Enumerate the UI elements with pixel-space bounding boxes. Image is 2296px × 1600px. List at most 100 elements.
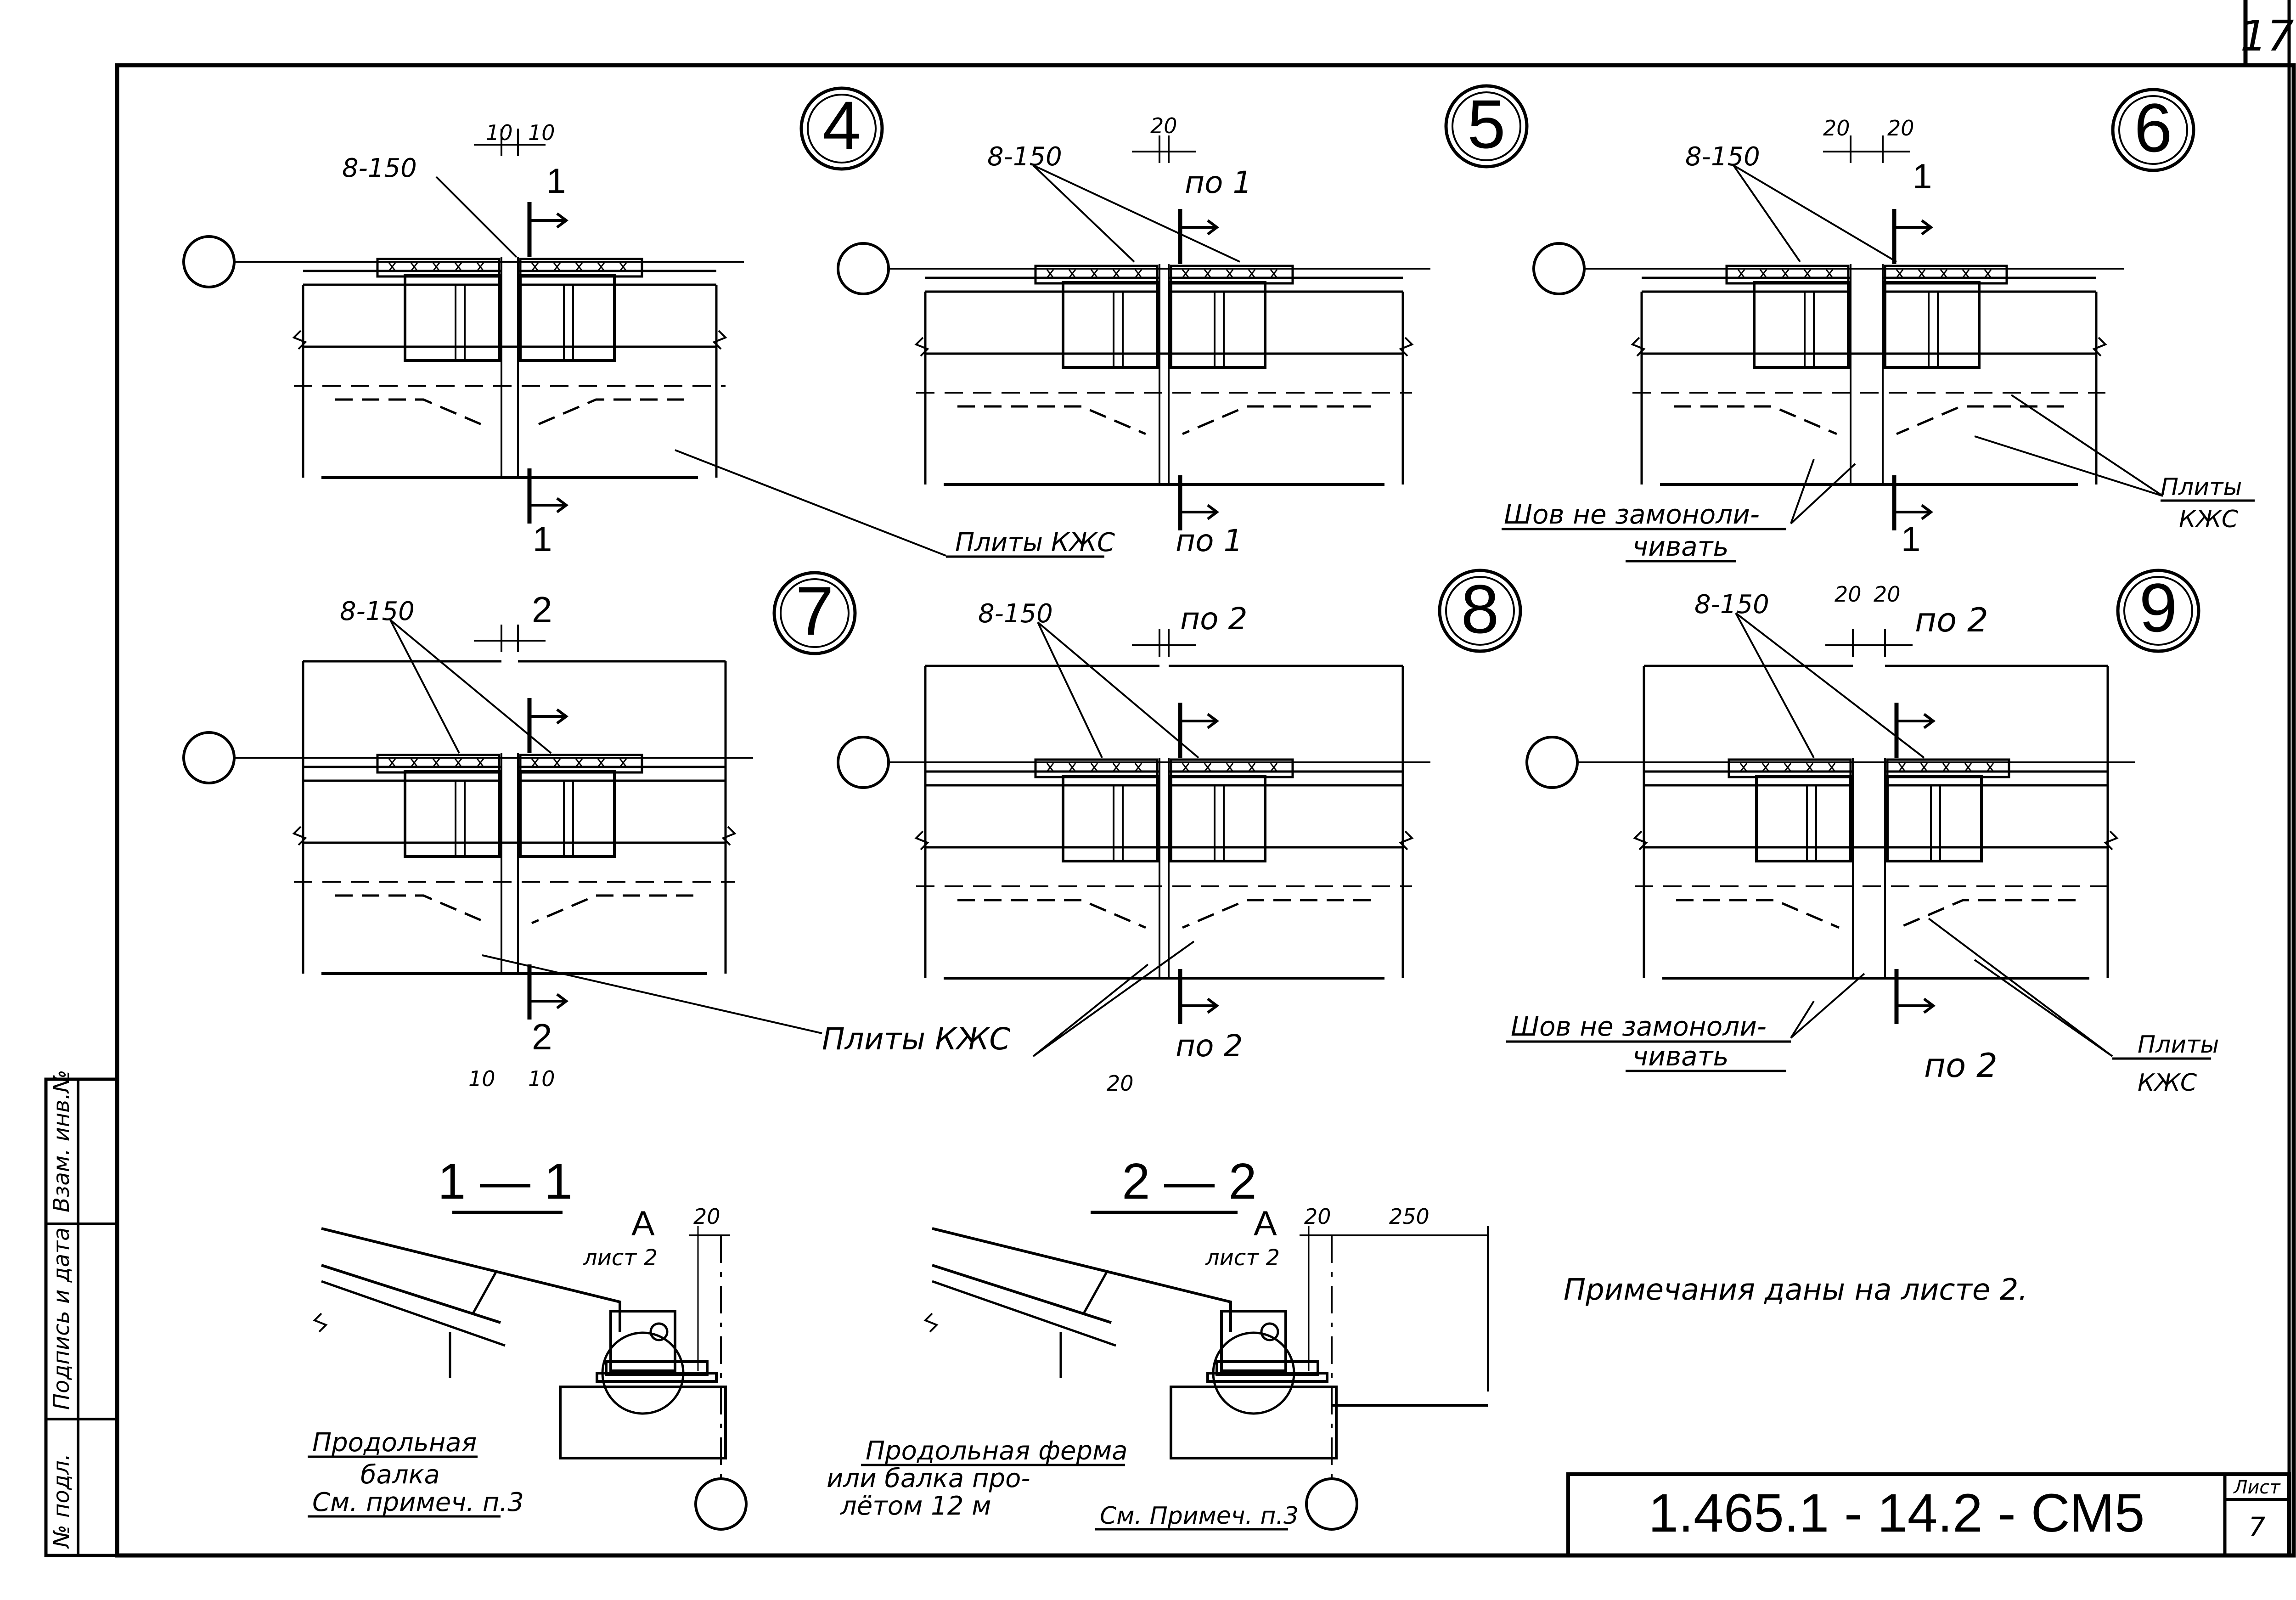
cut-labels: 1 1 по 1 по 1 1 1 2 2 по 2 по 2 по 2 по … xyxy=(532,157,1998,1085)
column-block-right xyxy=(519,274,616,362)
break-mark xyxy=(2092,337,2107,357)
cut-arrow xyxy=(529,212,568,229)
axis-bubble xyxy=(837,242,890,295)
detail-marker-circle-inner xyxy=(807,94,877,163)
weld-mark xyxy=(531,262,539,271)
dim-6a: 20 xyxy=(1823,116,1850,141)
truss-top-chord xyxy=(932,1227,1232,1332)
cut-8-bottom: по 2 xyxy=(1176,1028,1243,1064)
weld-mark xyxy=(476,262,484,271)
plates-bot-b: КЖС xyxy=(2138,1069,2197,1097)
leader-line xyxy=(1037,621,1199,759)
title-block: 1.465.1 - 14.2 - СМ5 Лист 7 xyxy=(1566,1472,2291,1557)
weld-mark xyxy=(388,758,396,767)
weld-mark xyxy=(1134,763,1142,772)
weld-mark xyxy=(1046,763,1054,772)
drawing-code: 1.465.1 - 14.2 - СМ5 xyxy=(1649,1483,2145,1544)
weld-mark xyxy=(1090,269,1098,278)
column-block-right xyxy=(1170,775,1266,862)
axis-bubble xyxy=(182,731,236,784)
seam-label-2a: Шов не замоноли- xyxy=(1511,1011,1767,1042)
dim-7a: 10 xyxy=(468,1066,495,1091)
column-block-left xyxy=(404,770,501,858)
cut-5-bottom: по 1 xyxy=(1176,523,1243,558)
break-mark xyxy=(914,830,929,851)
section-1-sheet: лист 2 xyxy=(583,1245,658,1271)
section-2-cap-3: лётом 12 м xyxy=(840,1491,991,1521)
bolt-hole xyxy=(1260,1322,1279,1341)
weld-mark xyxy=(1825,269,1834,278)
rib-right xyxy=(531,894,693,924)
weld-mark xyxy=(1182,269,1190,278)
column-block-left xyxy=(1755,775,1852,862)
column-block-left xyxy=(1062,775,1159,862)
marker-9-label: 9 xyxy=(2139,569,2177,646)
list-value: 7 xyxy=(2249,1511,2266,1543)
rib-right xyxy=(1896,405,2064,435)
break-mark xyxy=(1633,830,1648,851)
cut-arrow xyxy=(1896,997,1936,1014)
weld-mark xyxy=(1226,269,1234,278)
cut-arrow xyxy=(1180,219,1219,236)
section-1-title: 1 — 1 xyxy=(438,1153,572,1210)
page-number: 17 xyxy=(2240,11,2294,61)
weld-mark xyxy=(1046,269,1054,278)
weld-mark xyxy=(1896,269,1904,278)
detail-marker-circle xyxy=(772,571,857,655)
detail-marker-circle xyxy=(1438,569,1522,653)
detail-marker-circle-inner xyxy=(780,578,850,648)
seam-label-1a: Шов не замоноли- xyxy=(1504,499,1760,530)
bearing-plate-2 xyxy=(596,1372,718,1383)
leader-line xyxy=(1037,622,1103,758)
rebar-label-6: 8-150 xyxy=(1685,142,1760,172)
dim-7b: 10 xyxy=(528,1066,555,1091)
plates-top-b: КЖС xyxy=(2179,506,2239,533)
cut-7-bottom: 2 xyxy=(532,1016,552,1057)
axis-bubble xyxy=(1305,1477,1358,1531)
weld-mark xyxy=(454,758,462,767)
truss-bottom-chord-2 xyxy=(932,1280,1116,1347)
detail-marker-circle-inner xyxy=(1452,91,1521,161)
weld-mark xyxy=(1828,763,1836,772)
leader-labels: Плиты КЖС Плиты КЖС Плиты КЖС Плиты КЖС … xyxy=(822,473,2255,1097)
weld-mark xyxy=(1803,269,1812,278)
leader-line xyxy=(1032,963,1149,1057)
details-layer xyxy=(182,84,2200,1057)
weld-mark xyxy=(553,262,561,271)
leader-line xyxy=(389,619,552,754)
cut-arrow xyxy=(1894,504,1933,520)
section-2-cap-1: Продольная ферма xyxy=(866,1436,1128,1466)
rebar-label-7: 8-150 xyxy=(340,597,415,626)
break-mark xyxy=(1399,830,1414,851)
plates-label-2: Плиты КЖС xyxy=(822,1021,1010,1057)
weld-mark xyxy=(1134,269,1142,278)
detail-marker-circle-inner xyxy=(1445,576,1515,646)
cut-9-top: по 2 xyxy=(1915,601,1988,639)
weld-mark xyxy=(1898,763,1906,772)
section-2-sheet: лист 2 xyxy=(1205,1245,1280,1271)
weld-mark xyxy=(1204,763,1212,772)
leader-line xyxy=(1790,463,1856,524)
weld-mark xyxy=(1270,269,1278,278)
break-mark xyxy=(721,826,737,846)
bearing-plate-2 xyxy=(1206,1372,1328,1383)
rib-right xyxy=(531,398,684,428)
weld-mark xyxy=(1781,269,1790,278)
rib-right xyxy=(1898,899,2076,929)
section-1-cap-2: балка xyxy=(360,1460,440,1490)
sheet-frame: 17 xyxy=(115,0,2296,1558)
leader-line xyxy=(389,620,460,754)
leader-line xyxy=(482,954,822,1034)
rib-left xyxy=(1676,899,1840,929)
leader-line xyxy=(1974,435,2163,497)
break-mark xyxy=(1631,337,1646,357)
weld-mark xyxy=(1759,269,1767,278)
rebar-label-9: 8-150 xyxy=(1694,590,1769,620)
weld-mark xyxy=(1942,763,1950,772)
rib-left xyxy=(957,405,1146,435)
weld-mark xyxy=(454,262,462,271)
cut-arrow xyxy=(529,497,568,513)
weld-mark xyxy=(619,262,627,271)
rebar-label-8: 8-150 xyxy=(978,599,1053,629)
weld-mark xyxy=(597,262,605,271)
